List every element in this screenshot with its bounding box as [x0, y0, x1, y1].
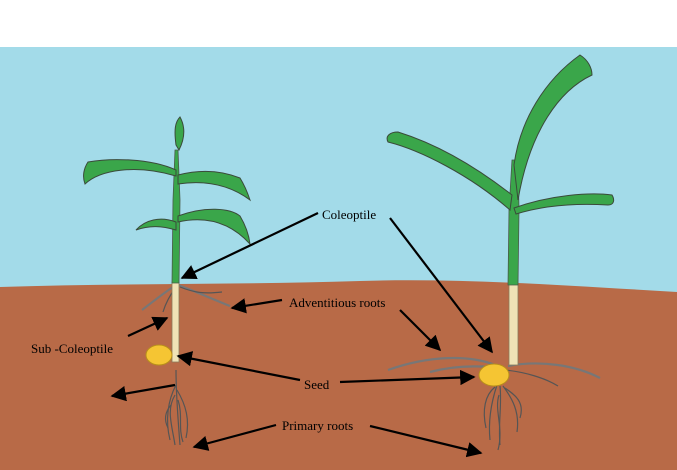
left-leaf [177, 170, 251, 202]
pointer-arrows [110, 212, 493, 458]
label-adventitious-roots: Adventitious roots [289, 295, 385, 310]
right-sub-coleoptile [508, 282, 519, 366]
arrow-coleoptile-right [389, 217, 493, 354]
right-leaf [513, 54, 593, 201]
left-plant [83, 116, 251, 446]
soil [0, 280, 677, 470]
arrow-primary-right [369, 424, 483, 458]
arrow-primary-left [192, 423, 277, 451]
right-seed [478, 363, 510, 387]
arrow-sub-coleoptile [127, 316, 169, 337]
arrow-adventitious-left [230, 298, 283, 314]
right-leaf [513, 193, 615, 215]
right-primary-roots [483, 384, 522, 451]
left-seed [145, 344, 173, 366]
arrow-adventitious-right [399, 309, 442, 352]
label-coleoptile: Coleoptile [322, 207, 376, 222]
right-leaf [386, 131, 513, 211]
arrow-seed-right [339, 369, 476, 386]
label-primary-roots: Primary roots [282, 418, 353, 433]
white-margin [0, 0, 677, 47]
right-plant [386, 54, 615, 451]
label-seed: Seed [304, 377, 330, 392]
left-primary-roots [165, 369, 189, 446]
left-leaf [135, 218, 177, 231]
left-leaf [177, 208, 251, 246]
left-leaf [83, 159, 177, 185]
left-sub-coleoptile [171, 281, 180, 363]
arrow-coleoptile-left [180, 212, 319, 279]
left-leaf [174, 116, 185, 152]
arrow-seed-left [176, 351, 301, 382]
label-sub-coleoptile: Sub -Coleoptile [31, 341, 113, 356]
arrow-seed-down [110, 383, 176, 402]
